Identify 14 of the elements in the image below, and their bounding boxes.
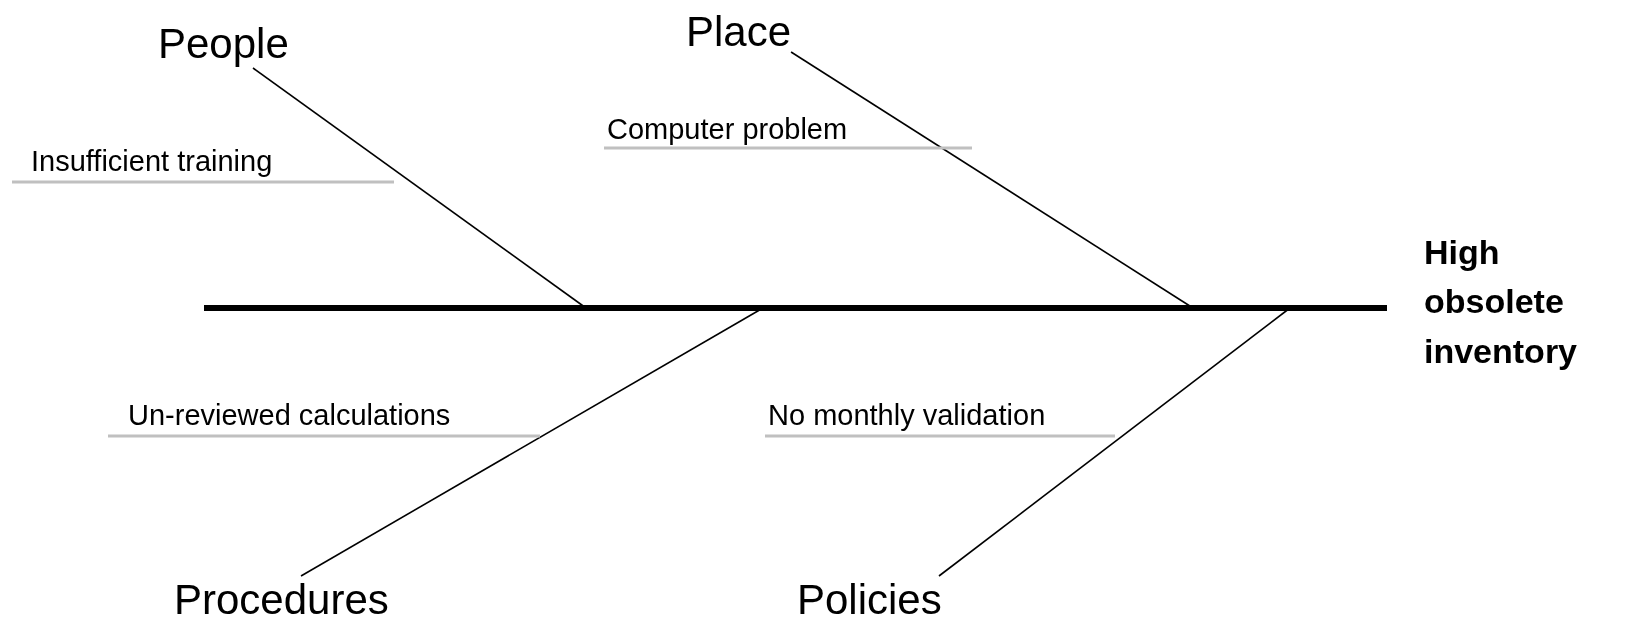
category-label: Policies	[797, 576, 942, 623]
spine-line	[204, 305, 1387, 311]
cause-line	[108, 434, 540, 438]
cause-label: No monthly validation	[765, 399, 1115, 436]
category-label: Place	[686, 8, 792, 56]
cause-label: Un-reviewed calculations	[108, 399, 540, 436]
category-label: People	[158, 20, 289, 68]
cause-line	[765, 434, 1115, 438]
effect-label: High obsolete inventory	[1387, 228, 1624, 376]
cause-label: Computer problem	[604, 113, 972, 148]
cause-line	[604, 146, 972, 150]
cause-label: Insufficient training	[12, 145, 394, 182]
category-label: Procedures	[174, 576, 389, 623]
cause-line	[12, 180, 394, 184]
